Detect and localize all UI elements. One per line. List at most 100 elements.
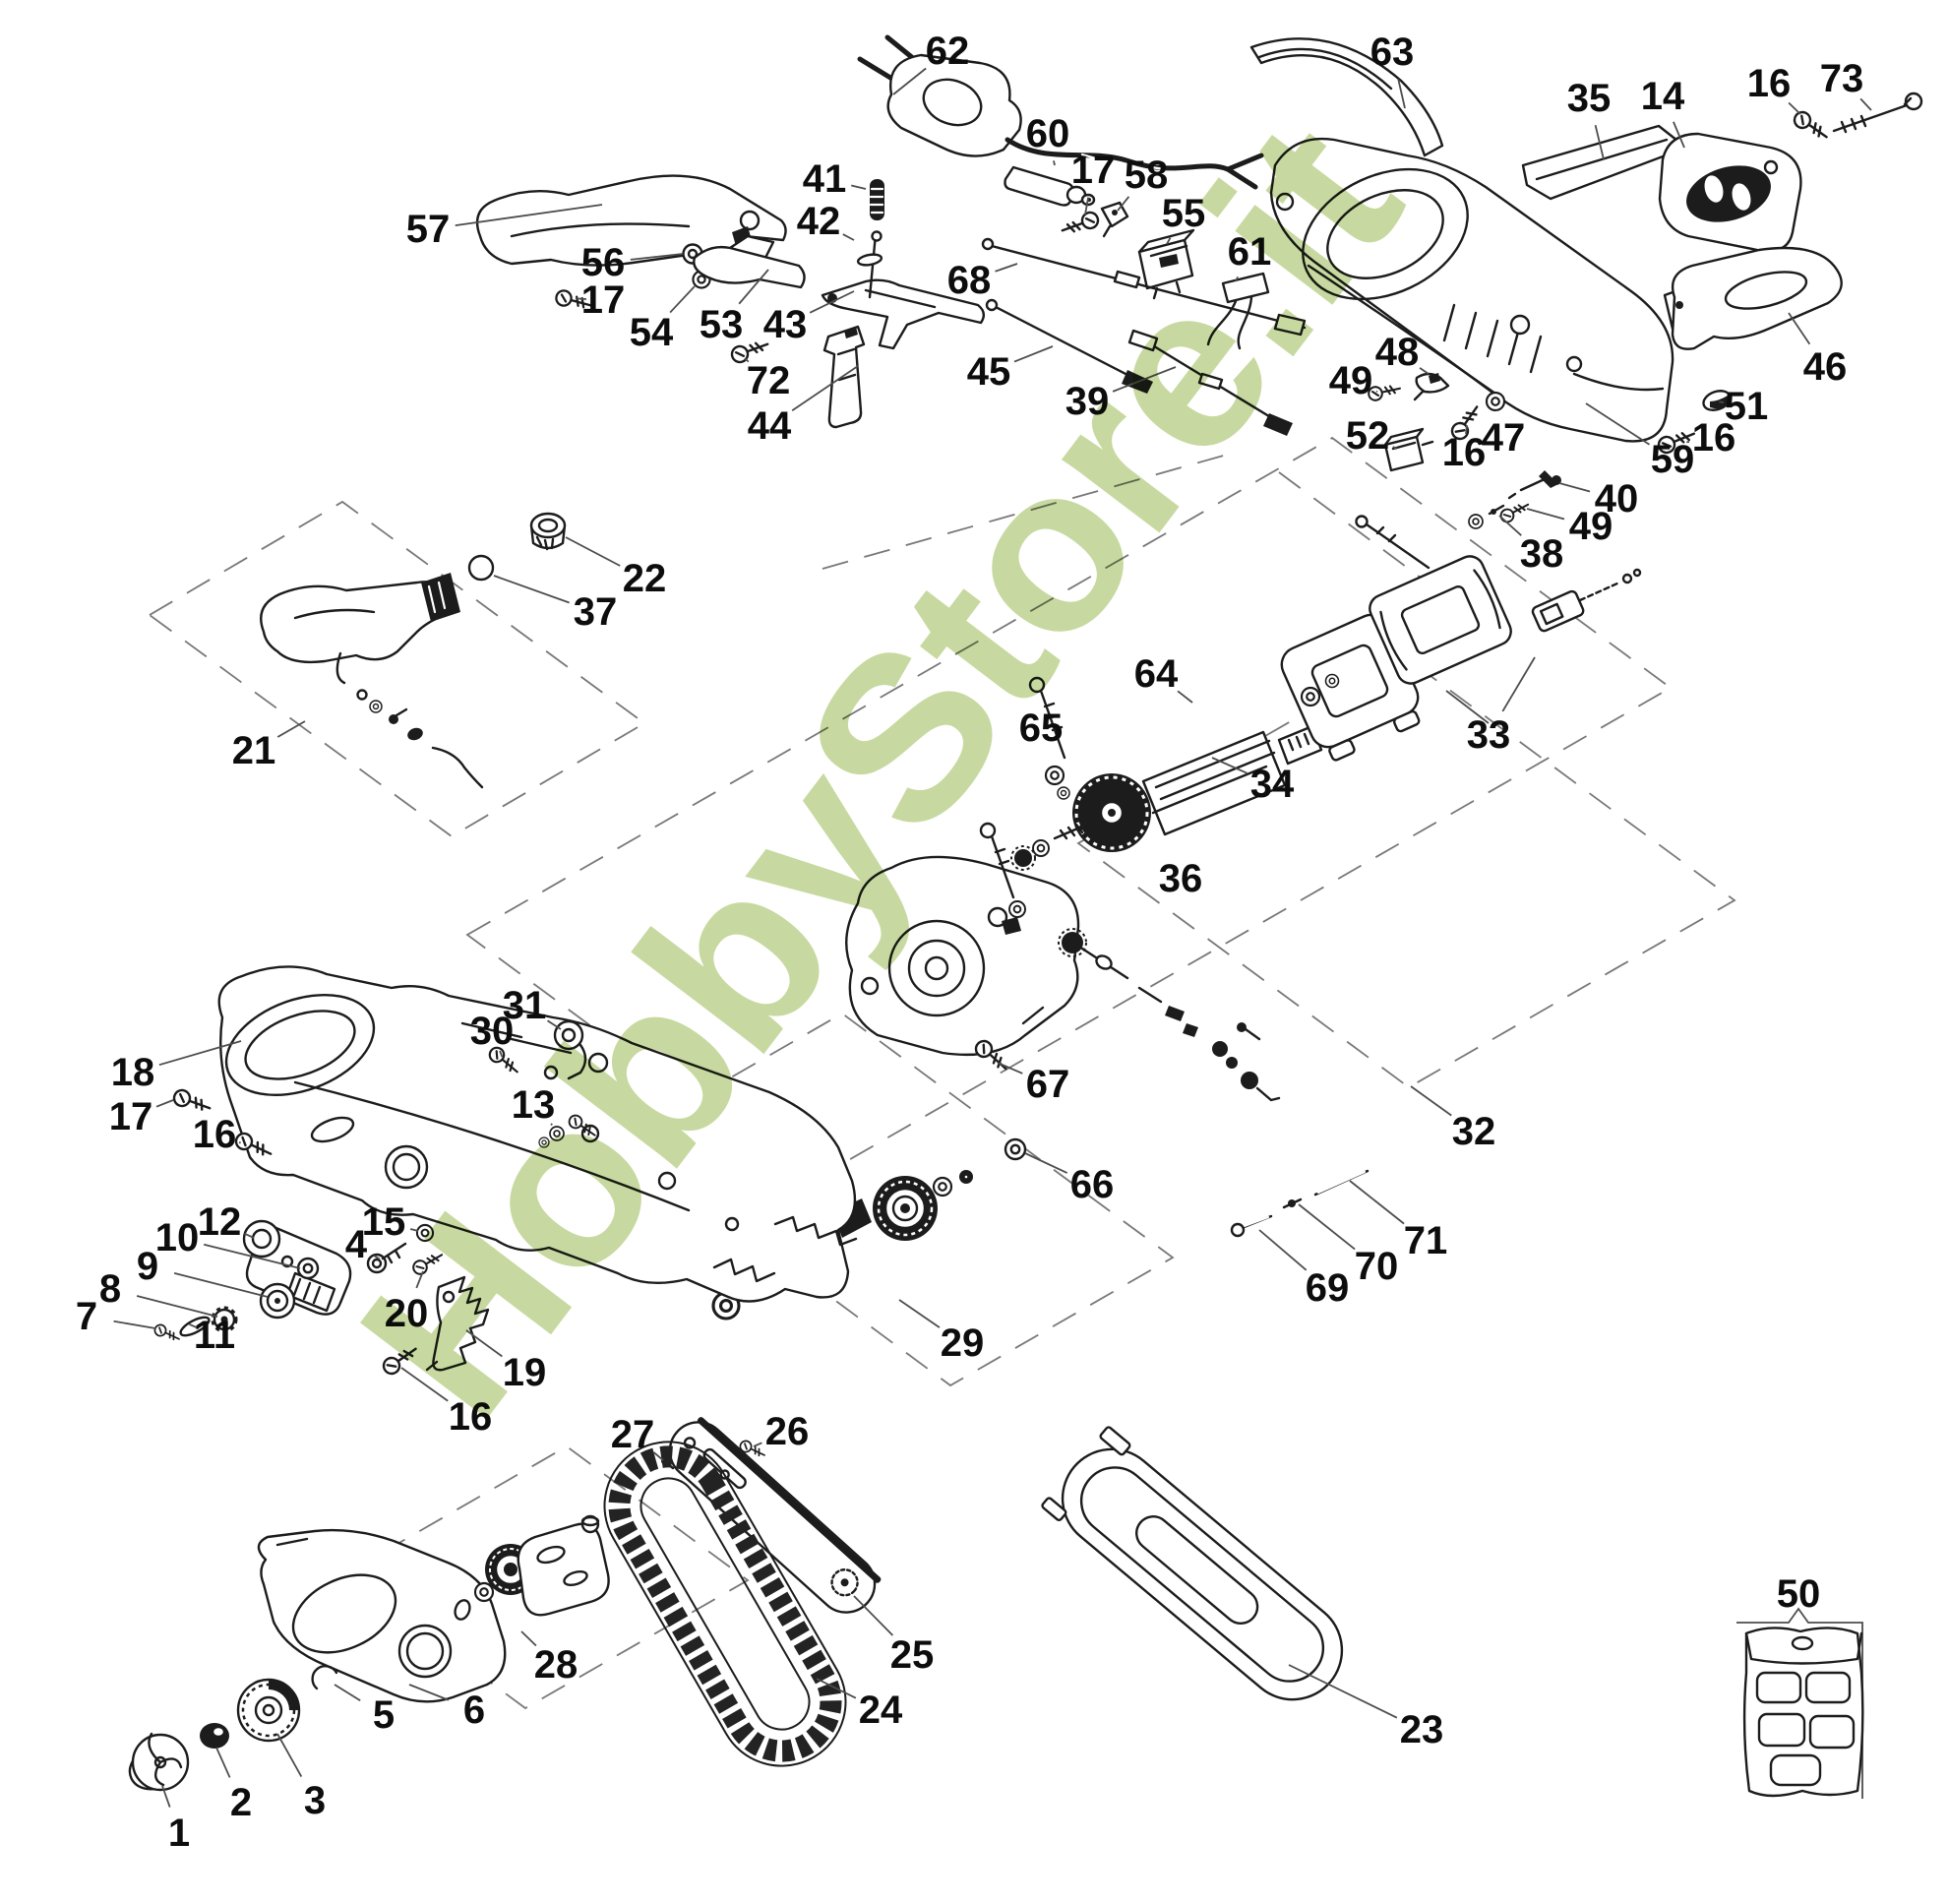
sprocket-cover-6 [257,1528,507,1703]
leader-line-23 [1288,1664,1398,1719]
wire-68 [981,237,1307,337]
leader-line-14 [1673,121,1685,149]
handlebar-63 [1249,37,1444,157]
part-label-6: 6 [463,1689,485,1732]
leader-line-67 [997,1062,1023,1075]
circlip-5 [311,1665,338,1690]
part-label-17: 17 [581,278,626,322]
part-label-57: 57 [406,208,451,251]
leader-line-13 [550,1123,553,1126]
leader-line-2 [215,1747,231,1778]
part-label-36: 36 [1159,857,1203,900]
extra-dashed-line-1 [1278,471,1426,582]
part-label-45: 45 [967,350,1011,394]
part-label-32: 32 [1452,1110,1496,1153]
leader-line-44 [791,365,859,412]
part-label-22: 22 [623,557,667,600]
leader-line-59 [1585,402,1650,446]
chain-guard-23 [1041,1426,1344,1701]
power-plug-62 [857,34,1264,190]
leader-line-37 [493,575,570,604]
part-label-67: 67 [1026,1063,1070,1106]
leader-line-41 [851,184,867,190]
part-label-19: 19 [503,1351,547,1394]
leader-line-40 [1558,482,1591,493]
part-label-10: 10 [155,1216,200,1259]
leader-line-16 [1465,425,1468,435]
leader-line-57 [455,204,603,226]
leader-line-26 [753,1442,762,1447]
part-label-65: 65 [1019,706,1064,750]
part-label-72: 72 [747,359,791,402]
o-ring-37 [467,554,495,582]
screw-17a [1058,209,1102,239]
part-label-28: 28 [534,1643,578,1687]
sprocket-kit-28 [454,1514,610,1621]
leader-line-16 [1788,101,1801,115]
leader-line-68 [995,263,1018,273]
leader-line-12 [244,1232,255,1239]
leader-line-7 [113,1320,156,1329]
part-label-14: 14 [1641,75,1685,118]
part-label-3: 3 [304,1779,326,1822]
leader-line-34 [1211,757,1248,774]
leader-line-45 [1013,345,1054,363]
leader-line-56 [630,253,684,261]
part-label-34: 34 [1250,763,1295,806]
switch-bracket-44 [822,325,866,429]
part-label-12: 12 [198,1200,242,1244]
leader-line-16 [400,1367,449,1402]
leader-line-27 [652,1451,664,1461]
part-label-71: 71 [1404,1219,1448,1262]
spring-41 [869,179,884,220]
part-label-42: 42 [797,200,841,243]
part-label-24: 24 [859,1689,903,1732]
part-label-44: 44 [748,404,792,448]
part-label-23: 23 [1400,1708,1444,1751]
washer-47 [1485,391,1506,412]
leader-line-17 [1084,197,1089,215]
capacitor-61 [1206,272,1270,350]
group-box-hardware-32 [1076,654,1736,1089]
washer-10 [296,1257,320,1280]
part-label-13: 13 [512,1083,556,1127]
part-label-29: 29 [941,1321,985,1365]
label-sheet-50 [1736,1607,1864,1799]
leader-line-43 [809,290,855,314]
part-label-64: 64 [1134,652,1179,696]
tension-knob-1 [128,1732,190,1792]
part-label-56: 56 [581,241,626,284]
pin-69 [1230,1214,1273,1238]
motor-housing-59 [1269,137,1674,443]
leader-line-21 [276,720,306,738]
leader-line-72 [744,357,750,363]
leader-line-31 [547,1019,562,1030]
part-label-73: 73 [1820,57,1864,100]
part-label-16: 16 [1692,416,1736,460]
part-label-59: 59 [1651,438,1695,481]
leader-line-17 [575,297,587,300]
screw-17c [170,1086,214,1117]
wire-39 [1127,329,1293,436]
leader-line-66 [1024,1152,1068,1174]
motor-end-frame [1280,613,1421,762]
part-label-55: 55 [1162,192,1206,235]
part-label-7: 7 [76,1295,97,1338]
part-label-11: 11 [194,1314,235,1357]
cord-sleeve-60 [1004,165,1096,207]
leader-line-24 [816,1678,857,1699]
end-cap-14 [1658,132,1802,253]
bolt-73 [1832,92,1923,134]
switch-55 [1137,228,1195,300]
leader-line-69 [1258,1229,1308,1271]
part-label-60: 60 [1026,112,1070,155]
small-hardware-32 [1058,928,1281,1102]
pinion-8 [211,1306,238,1333]
part-label-51: 51 [1725,385,1769,428]
leader-line-70 [1298,1203,1356,1251]
leader-line-11 [188,1322,200,1329]
part-label-62: 62 [926,30,970,73]
part-label-48: 48 [1375,331,1420,374]
extra-dashed-line-0 [822,454,1228,570]
